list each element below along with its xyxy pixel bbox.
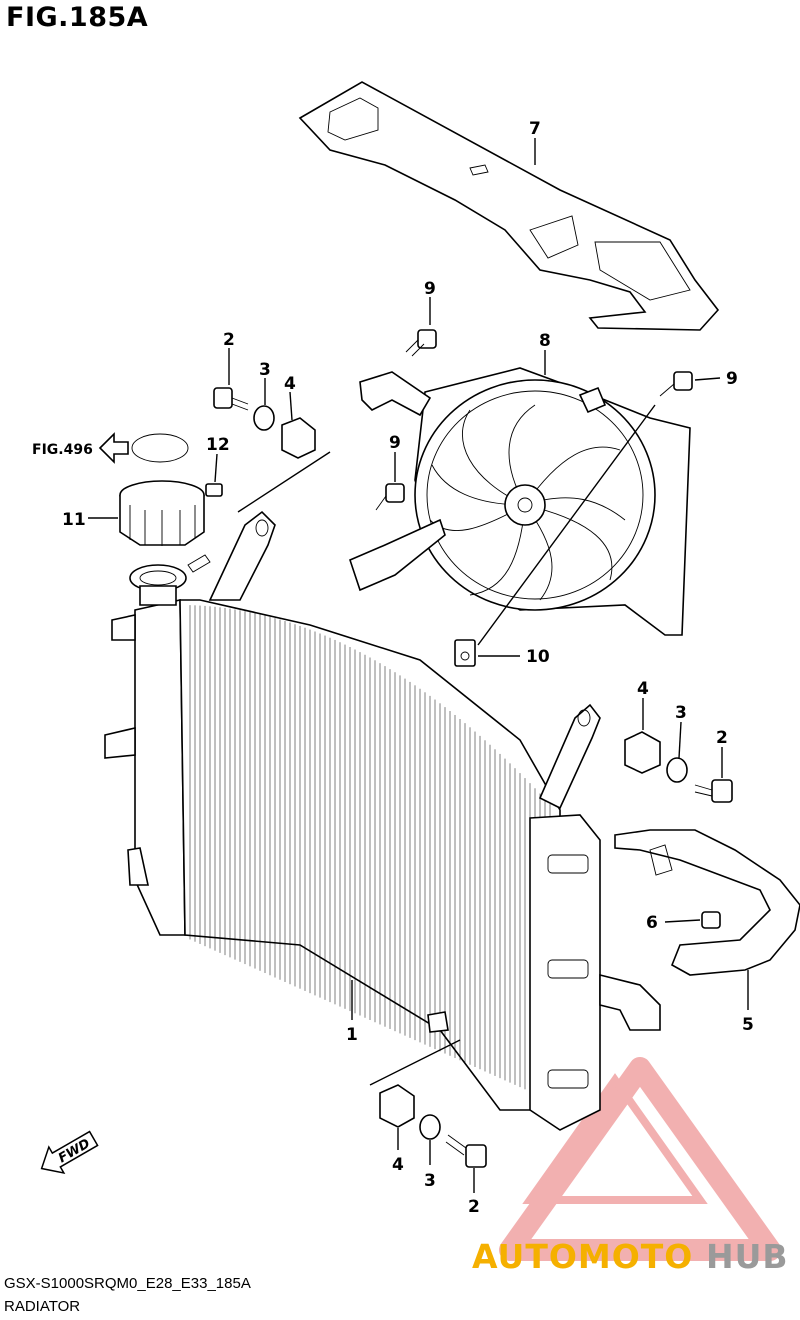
- radiator-core-part: [104, 510, 661, 1131]
- callout-2: 2: [223, 330, 235, 350]
- callout-9: 9: [726, 369, 738, 389]
- callout-5: 5: [742, 1015, 754, 1035]
- cooling-fan-part: [349, 367, 691, 636]
- figure-reference[interactable]: FIG.496: [32, 432, 129, 464]
- callout-4: 4: [392, 1155, 404, 1175]
- forward-direction-indicator: FWD: [40, 1130, 99, 1175]
- callout-3: 3: [259, 360, 271, 380]
- callout-4: 4: [637, 679, 649, 699]
- model-code: GSX-S1000SRQM0_E28_E33_185A: [4, 1275, 251, 1292]
- callout-8: 8: [539, 331, 551, 351]
- callout-2: 2: [468, 1197, 480, 1217]
- callout-6: 6: [646, 913, 658, 933]
- callout-7: 7: [529, 119, 541, 139]
- watermark-text: AUTOMOTO HUB: [472, 1237, 789, 1276]
- callout-9: 9: [424, 279, 436, 299]
- watermark-part2: HUB: [706, 1237, 789, 1276]
- callout-3: 3: [424, 1171, 436, 1191]
- radiator-hose-part: [614, 829, 800, 976]
- radiator-cap-part: [119, 433, 205, 546]
- callout-4: 4: [284, 374, 296, 394]
- reference-arrow-icon: [98, 432, 129, 464]
- watermark-part1: AUTOMOTO: [472, 1237, 693, 1276]
- watermark-logo: [499, 1057, 781, 1261]
- callout-10: 10: [526, 647, 550, 667]
- fwd-arrow-icon: [40, 1130, 99, 1175]
- callout-1: 1: [346, 1025, 358, 1045]
- leader-lines: [88, 138, 749, 1193]
- section-name: RADIATOR: [4, 1298, 81, 1315]
- hardware-bolts: [205, 329, 733, 1168]
- callout-9: 9: [389, 433, 401, 453]
- callouts: 7 9 8 9 2 3 4 9 12 11 10 4 3 2 6 5 1 4 3…: [62, 119, 754, 1217]
- callout-2: 2: [716, 728, 728, 748]
- callout-12: 12: [206, 435, 230, 455]
- radiator-cover-part: [298, 81, 720, 331]
- figure-title: FIG.185A: [6, 2, 149, 33]
- callout-11: 11: [62, 510, 86, 530]
- callout-3: 3: [675, 703, 687, 723]
- figure-reference-label: FIG.496: [32, 442, 93, 458]
